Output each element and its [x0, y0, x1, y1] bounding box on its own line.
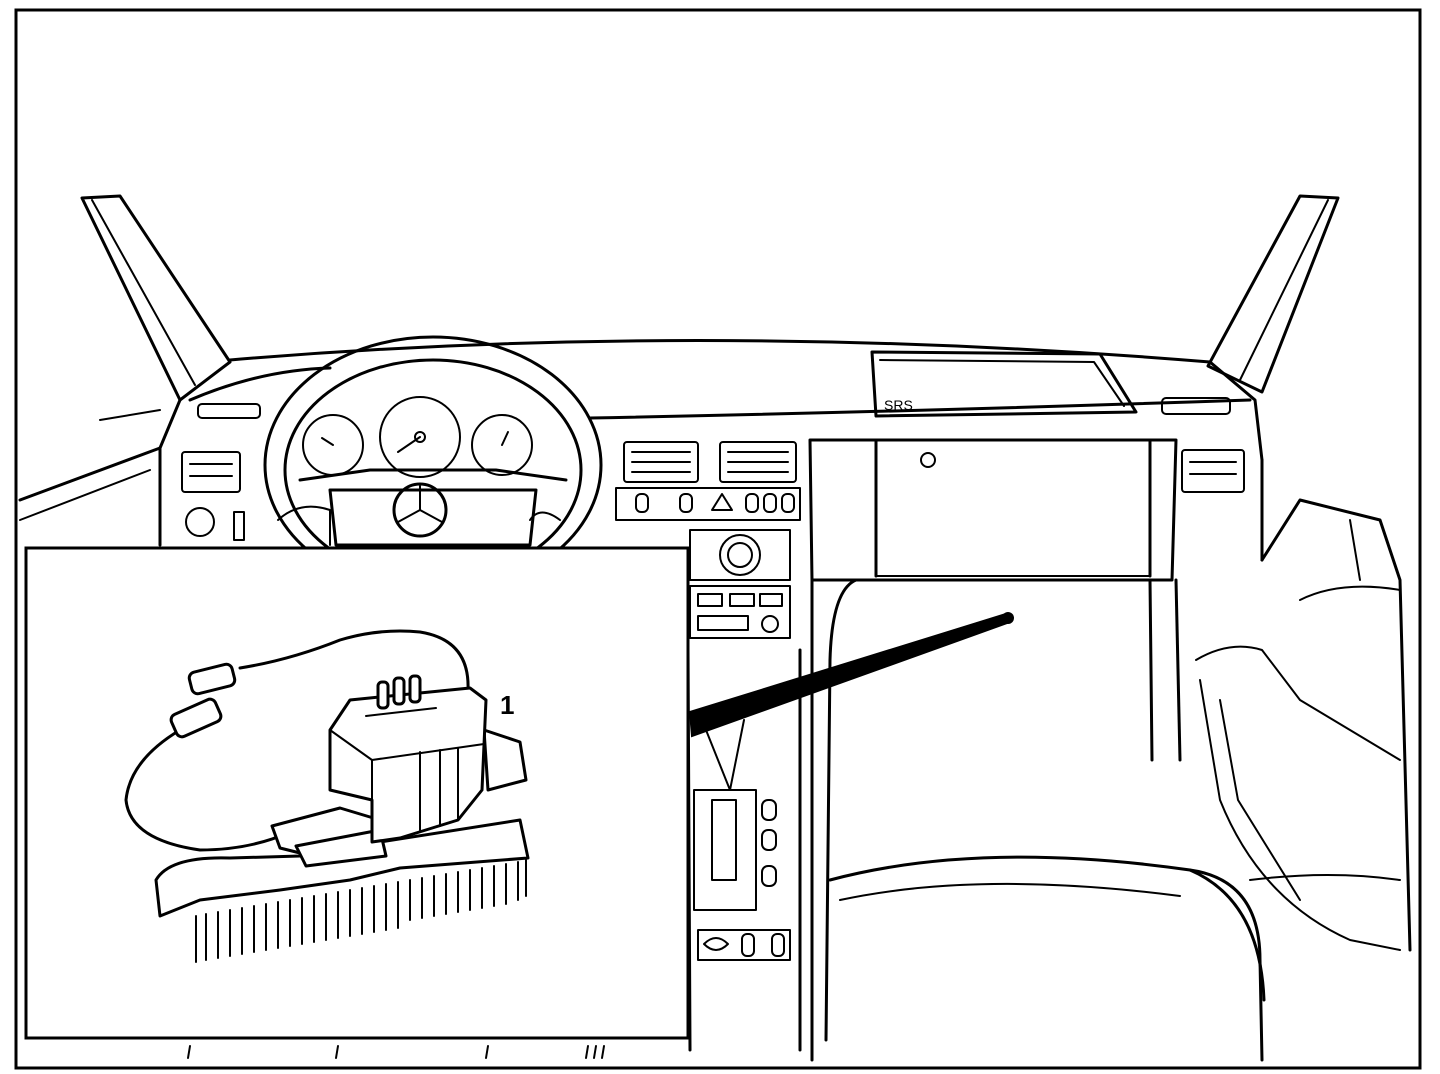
right-door: [1260, 498, 1412, 952]
left-side-vent: [181, 451, 241, 493]
center-vent-right: [719, 441, 797, 483]
detail-inset: 1: [24, 546, 690, 1040]
srs-label: SRS: [884, 397, 913, 413]
gauge-center: [379, 396, 461, 478]
switch-panel: [615, 487, 801, 521]
right-top-vent: [1161, 397, 1231, 415]
left-top-vent: [197, 403, 261, 419]
glove-box-lock: [920, 452, 936, 468]
radio-panel: [689, 585, 791, 639]
climate-knob: [719, 534, 761, 576]
pin-1: [376, 680, 390, 710]
connector-lower: [169, 697, 223, 739]
callout-label-1: 1: [500, 690, 514, 720]
right-a-pillar: [1206, 194, 1340, 394]
pin-3: [408, 674, 422, 704]
steering-hub: [328, 488, 538, 547]
gauge-left: [302, 414, 364, 476]
gauge-right: [471, 414, 533, 476]
dashboard-top: [228, 339, 1212, 364]
car-interior: SRS: [18, 194, 1412, 1062]
module-base: [154, 818, 530, 918]
module-pins: [195, 859, 527, 963]
cable-upper: [238, 629, 470, 692]
srs-airbag-cover: [870, 350, 1138, 418]
center-vent-left: [623, 441, 699, 483]
left-a-pillar: [80, 194, 232, 402]
right-side-vent: [1181, 449, 1245, 493]
pointer-dot: [1002, 612, 1014, 624]
gear-selector: [693, 789, 757, 911]
light-switch: [185, 507, 215, 537]
passenger-seat: [828, 855, 1264, 1062]
connector-upper: [187, 662, 237, 696]
mercedes-star: [392, 482, 448, 538]
pin-2: [392, 676, 406, 706]
climate-panel: [689, 529, 791, 581]
cable-lower: [124, 728, 292, 852]
glove-box: [808, 438, 1178, 582]
bottom-tick-marks: [187, 1045, 605, 1059]
